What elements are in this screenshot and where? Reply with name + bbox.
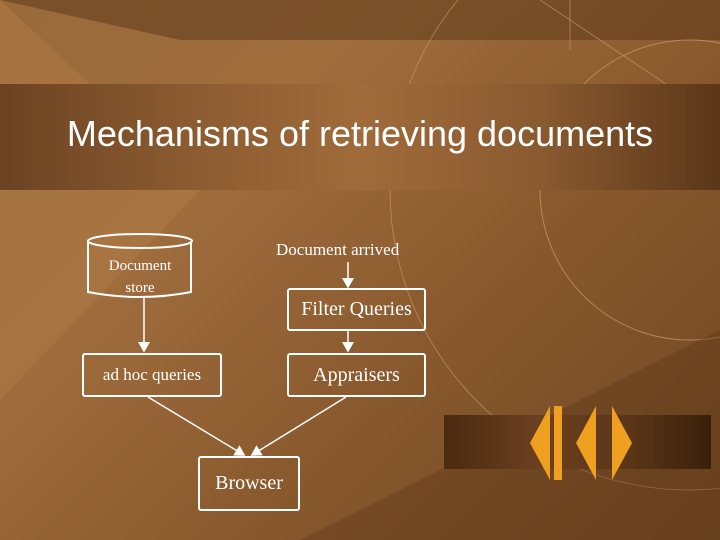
document-arrived-label: Document arrived [276, 240, 400, 259]
page-title: Mechanisms of retrieving documents [66, 113, 654, 154]
document-store-cylinder [87, 233, 193, 298]
title-band [0, 84, 720, 190]
browser-box: Browser [198, 456, 300, 511]
appraisers-box: Appraisers [287, 353, 426, 397]
previous-slide-button[interactable] [574, 404, 600, 482]
ad-hoc-queries-box: ad hoc queries [82, 353, 222, 397]
arrow-adhoc-to-browser [147, 396, 246, 456]
document-store-label-line1: Document [108, 258, 172, 274]
first-slide-button[interactable] [528, 404, 564, 482]
arrow-appraisers-to-browser [250, 396, 347, 456]
document-store-label-line2: store [125, 280, 155, 296]
next-slide-button[interactable] [610, 404, 636, 482]
filter-queries-box: Filter Queries [287, 288, 426, 331]
